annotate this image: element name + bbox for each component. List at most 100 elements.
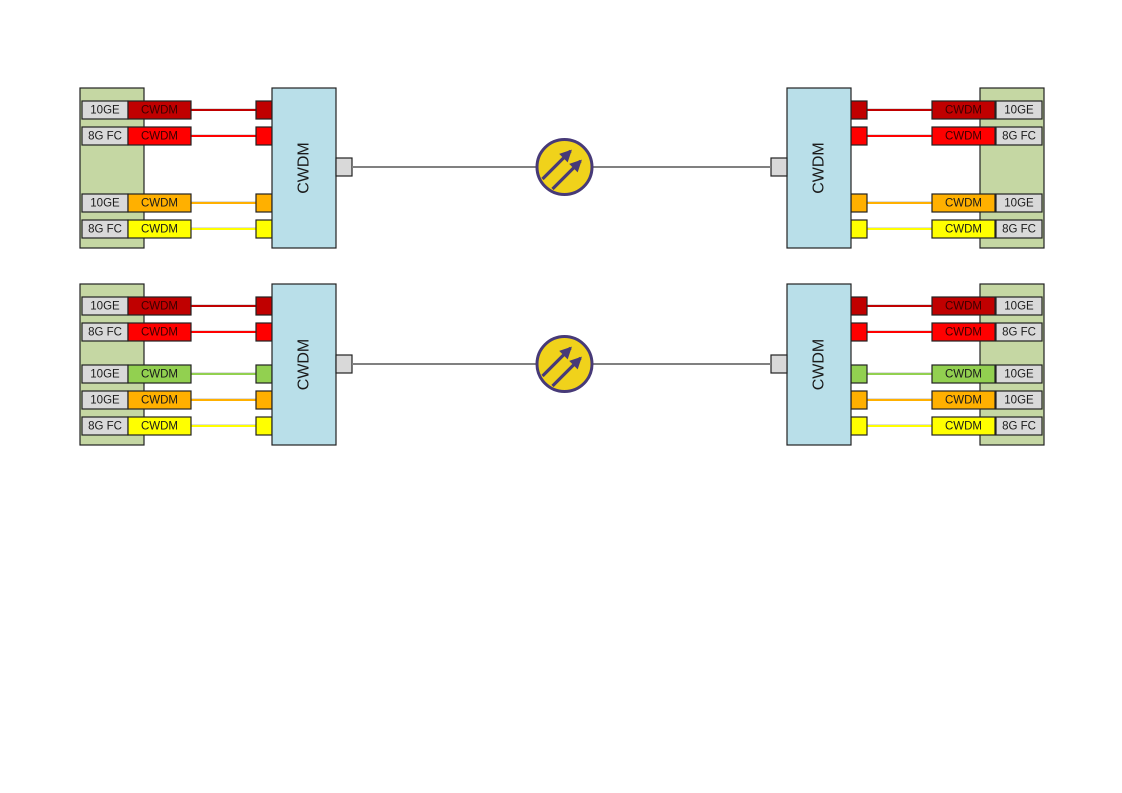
mux-channel-port	[850, 219, 868, 239]
mux-channel-port	[255, 390, 273, 410]
mux-line-port	[335, 157, 353, 177]
cwdm-sfp-label: CWDM	[141, 301, 178, 313]
cwdm-mux	[271, 87, 337, 249]
port-label-box	[995, 296, 1043, 316]
cwdm-mux-label: CWDM	[296, 339, 313, 391]
port-label: 8G FC	[1002, 327, 1036, 339]
cwdm-sfp	[127, 100, 192, 120]
port-label: 8G FC	[88, 421, 122, 433]
mux-channel-port	[850, 416, 868, 436]
port-label: 8G FC	[88, 131, 122, 143]
cwdm-sfp-label: CWDM	[945, 301, 982, 313]
mux-channel-port	[255, 364, 273, 384]
router-arrow-head	[569, 356, 582, 370]
mux-line-port	[335, 354, 353, 374]
port-label-box	[995, 390, 1043, 410]
cwdm-sfp	[127, 322, 192, 342]
cwdm-sfp	[127, 219, 192, 239]
channel-2: 8G FC CWDM	[81, 322, 273, 342]
cwdm-sfp-label: CWDM	[945, 369, 982, 381]
router-body	[535, 138, 594, 196]
router-arrow-head	[569, 159, 582, 173]
cwdm-sfp	[931, 416, 996, 436]
cwdm-sfp-label: CWDM	[141, 198, 178, 210]
cwdm-sfp-label: CWDM	[945, 395, 982, 407]
cwdm-sfp-label: CWDM	[945, 105, 982, 117]
mux-channel-port	[850, 126, 868, 146]
cwdm-sfp-label: CWDM	[945, 131, 982, 143]
port-label-box	[995, 126, 1043, 146]
port-label: 8G FC	[88, 327, 122, 339]
channel-1: 10GE CWDM	[850, 296, 1043, 316]
channel-3: 10GE CWDM	[81, 193, 273, 213]
port-label: 8G FC	[1002, 421, 1036, 433]
port-label: 10GE	[1004, 369, 1034, 381]
cwdm-sfp-label: CWDM	[945, 421, 982, 433]
port-label: 10GE	[1004, 105, 1034, 117]
mux-channel-port	[255, 322, 273, 342]
router-arrows-icon	[535, 138, 594, 196]
port-label: 10GE	[90, 395, 120, 407]
cwdm-sfp-label: CWDM	[141, 369, 178, 381]
channel-3: 10GE CWDM	[850, 364, 1043, 384]
mux-channel-port	[255, 126, 273, 146]
port-label: 10GE	[1004, 198, 1034, 210]
port-label: 10GE	[1004, 395, 1034, 407]
cwdm-mux	[786, 283, 852, 446]
mux-channel-port	[255, 416, 273, 436]
channel-2: 8G FC CWDM	[850, 126, 1043, 146]
channel-3: 10GE CWDM	[850, 193, 1043, 213]
mux-channel-port	[850, 390, 868, 410]
port-label-box	[995, 100, 1043, 120]
port-label-box	[995, 193, 1043, 213]
cwdm-sfp-label: CWDM	[141, 224, 178, 236]
cwdm-sfp-label: CWDM	[945, 198, 982, 210]
mux-channel-port	[255, 193, 273, 213]
port-label: 10GE	[90, 198, 120, 210]
port-label: 10GE	[90, 369, 120, 381]
port-label: 8G FC	[1002, 131, 1036, 143]
cwdm-mux	[271, 283, 337, 446]
port-label-box	[995, 364, 1043, 384]
cwdm-sfp	[127, 416, 192, 436]
router-body	[535, 335, 594, 393]
cwdm-sfp-label: CWDM	[141, 105, 178, 117]
cwdm-mux-label: CWDM	[811, 142, 828, 194]
port-label: 10GE	[1004, 301, 1034, 313]
mux-channel-port	[255, 296, 273, 316]
router-arrows-icon	[535, 335, 594, 393]
cwdm-mux	[786, 87, 852, 249]
cwdm-sfp	[127, 126, 192, 146]
link-2: 10GE CWDM 8G FC CWDM 10GE CWDM 10GE CWDM 8G FC CW…	[79, 283, 1045, 446]
mux-channel-port	[255, 219, 273, 239]
channel-5: 8G FC CWDM	[850, 416, 1043, 436]
cwdm-sfp	[931, 219, 996, 239]
port-label-box	[995, 416, 1043, 436]
channel-3: 10GE CWDM	[81, 364, 273, 384]
cwdm-mux-label: CWDM	[811, 339, 828, 391]
mux-channel-port	[255, 100, 273, 120]
mux-channel-port	[850, 193, 868, 213]
cwdm-sfp	[931, 100, 996, 120]
cwdm-sfp	[127, 193, 192, 213]
port-label: 8G FC	[1002, 224, 1036, 236]
mux-channel-port	[850, 364, 868, 384]
channel-1: 10GE CWDM	[850, 100, 1043, 120]
cwdm-sfp-label: CWDM	[141, 327, 178, 339]
cwdm-sfp	[127, 364, 192, 384]
mux-line-port	[770, 354, 788, 374]
cwdm-sfp	[931, 193, 996, 213]
router-arrow-head	[559, 149, 572, 163]
port-label-box	[995, 322, 1043, 342]
channel-4: 10GE CWDM	[850, 390, 1043, 410]
mux-line-port	[770, 157, 788, 177]
